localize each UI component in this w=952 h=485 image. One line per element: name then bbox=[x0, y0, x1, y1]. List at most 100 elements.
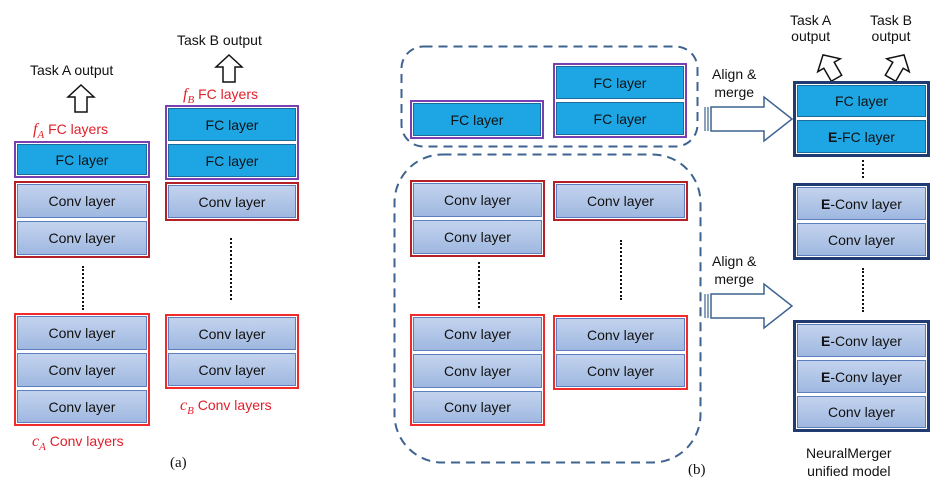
merge-a-conv-layer-1: Conv layer bbox=[413, 183, 542, 217]
task-a-ellipsis bbox=[82, 266, 84, 310]
e-prefix: E bbox=[821, 332, 831, 349]
e-prefix: E bbox=[821, 368, 831, 385]
unified-task-a-line-2: output bbox=[791, 28, 831, 44]
task-a-conv-layer-2: Conv layer bbox=[17, 221, 147, 255]
e-conv-layer-text: -Conv layer bbox=[830, 195, 902, 212]
fb-symbol: f bbox=[183, 86, 188, 103]
task-b-conv-block-bottom bbox=[165, 314, 299, 389]
unified-model-caption: NeuralMerger unified model bbox=[806, 444, 892, 480]
task-a-output-label: Task A output bbox=[30, 62, 114, 78]
merge-b-ellipsis bbox=[620, 240, 622, 300]
panel-b-caption: (b) bbox=[688, 462, 706, 478]
fa-fc-layers-text: FC layers bbox=[48, 121, 108, 137]
task-b-fc-layer-1: FC layer bbox=[168, 108, 296, 141]
merge-a-conv-block-bottom bbox=[410, 314, 545, 426]
align-merge-top-line-2: merge bbox=[714, 84, 755, 100]
task-a-fc-layer: FC layer bbox=[17, 144, 147, 175]
unified-task-a-label: Task A output bbox=[790, 12, 831, 44]
merge-b-conv-layer-3: Conv layer bbox=[556, 354, 685, 387]
task-a-conv-layer-4: Conv layer bbox=[17, 353, 147, 387]
unified-fc-layer: FC layer bbox=[797, 85, 926, 117]
merge-a-conv-layer-3: Conv layer bbox=[413, 317, 542, 351]
fb-symbol-sub: B bbox=[187, 93, 195, 106]
unified-task-b-line-2: output bbox=[871, 28, 911, 44]
e-prefix: E bbox=[821, 195, 831, 212]
task-b-conv-layer-1: Conv layer bbox=[168, 185, 296, 218]
align-merge-bottom-line-1: Align & bbox=[712, 253, 757, 269]
task-a-conv-layer-1: Conv layer bbox=[17, 184, 147, 218]
merge-b-conv-block-top bbox=[553, 181, 688, 221]
align-merge-label-bottom: Align & merge bbox=[712, 252, 756, 288]
task-a-conv-layer-5: Conv layer bbox=[17, 390, 147, 423]
unified-caption-line-2: unified model bbox=[807, 463, 891, 479]
unified-e-fc-layer: E-FC layer bbox=[797, 120, 926, 153]
merge-a-fc-block bbox=[410, 100, 544, 139]
e-conv-layer-text: -Conv layer bbox=[830, 332, 902, 349]
unified-e-conv-layer-2: E-Conv layer bbox=[797, 324, 926, 357]
unified-task-b-label: Task B output bbox=[870, 12, 912, 44]
unified-fc-ellipsis bbox=[862, 160, 864, 178]
merge-b-fc-block bbox=[553, 63, 687, 138]
unified-conv-layer-1: Conv layer bbox=[797, 223, 926, 256]
merge-a-conv-layer-5: Conv layer bbox=[413, 391, 542, 423]
task-a-conv-block-top bbox=[14, 181, 150, 258]
task-b-fc-layer-2: FC layer bbox=[168, 144, 296, 177]
merge-b-fc-layer-1: FC layer bbox=[556, 66, 684, 99]
task-a-conv-block-bottom bbox=[14, 313, 150, 426]
conv-group-dashed-outline bbox=[393, 153, 702, 464]
merge-b-fc-layer-2: FC layer bbox=[556, 102, 684, 135]
ca-conv-layers-label: cA Conv layers bbox=[32, 433, 124, 453]
merge-b-conv-block-bottom bbox=[553, 315, 688, 390]
cb-conv-layers-label: cB Conv layers bbox=[180, 397, 272, 417]
merge-a-conv-block-top bbox=[410, 180, 545, 257]
unified-task-b-line-1: Task B bbox=[870, 12, 913, 28]
unified-conv-ellipsis bbox=[862, 268, 864, 312]
e-prefix: E bbox=[828, 128, 838, 145]
task-b-conv-layer-3: Conv layer bbox=[168, 353, 296, 386]
unified-task-a-arrow bbox=[816, 53, 843, 83]
panel-a-caption: (a) bbox=[170, 455, 187, 471]
unified-caption-line-1: NeuralMerger bbox=[806, 445, 892, 461]
merge-a-fc-layer: FC layer bbox=[413, 103, 541, 136]
task-b-conv-block-top bbox=[165, 182, 299, 221]
ca-conv-layers-text: Conv layers bbox=[49, 433, 124, 449]
merge-a-conv-layer-4: Conv layer bbox=[413, 354, 542, 388]
align-merge-arrow-top bbox=[704, 95, 794, 143]
ca-symbol-sub: A bbox=[39, 440, 46, 453]
e-conv-layer-text: -Conv layer bbox=[830, 368, 902, 385]
task-b-conv-layer-2: Conv layer bbox=[168, 317, 296, 350]
unified-e-conv-layer-1: E-Conv layer bbox=[797, 187, 926, 220]
cb-conv-layers-text: Conv layers bbox=[197, 397, 272, 413]
ca-symbol: c bbox=[32, 433, 40, 450]
unified-conv-layer-2: Conv layer bbox=[797, 396, 926, 428]
unified-conv-block-bottom bbox=[793, 320, 930, 432]
fb-fc-layers-label: fB FC layers bbox=[183, 86, 258, 106]
task-a-conv-layer-3: Conv layer bbox=[17, 316, 147, 350]
unified-conv-block-top bbox=[793, 183, 930, 260]
task-b-ellipsis bbox=[230, 238, 232, 300]
unified-task-a-line-1: Task A bbox=[790, 12, 832, 28]
align-merge-bottom-line-2: merge bbox=[714, 271, 755, 287]
align-merge-label-top: Align & merge bbox=[712, 65, 756, 101]
task-a-fc-block bbox=[14, 141, 150, 178]
align-merge-arrow-bottom bbox=[704, 282, 794, 330]
fa-symbol: f bbox=[33, 121, 38, 138]
fc-group-dashed-outline bbox=[400, 45, 699, 148]
unified-task-b-arrow bbox=[884, 53, 911, 83]
cb-symbol-sub: B bbox=[187, 404, 194, 417]
fa-fc-layers-label: fA FC layers bbox=[33, 121, 108, 141]
merge-a-ellipsis bbox=[478, 262, 480, 308]
merge-b-conv-layer-2: Conv layer bbox=[556, 318, 685, 351]
task-b-fc-block bbox=[165, 105, 299, 180]
merge-b-conv-layer-1: Conv layer bbox=[556, 184, 685, 218]
unified-e-conv-layer-3: E-Conv layer bbox=[797, 360, 926, 393]
fb-fc-layers-text: FC layers bbox=[198, 86, 258, 102]
e-fc-layer-text: -FC layer bbox=[837, 128, 895, 145]
task-b-output-label: Task B output bbox=[177, 32, 262, 48]
unified-fc-block bbox=[793, 81, 930, 157]
align-merge-top-line-1: Align & bbox=[712, 66, 757, 82]
task-a-output-arrow bbox=[66, 83, 96, 113]
merge-a-conv-layer-2: Conv layer bbox=[413, 220, 542, 254]
task-b-output-arrow bbox=[214, 53, 244, 83]
fa-symbol-sub: A bbox=[37, 128, 45, 141]
